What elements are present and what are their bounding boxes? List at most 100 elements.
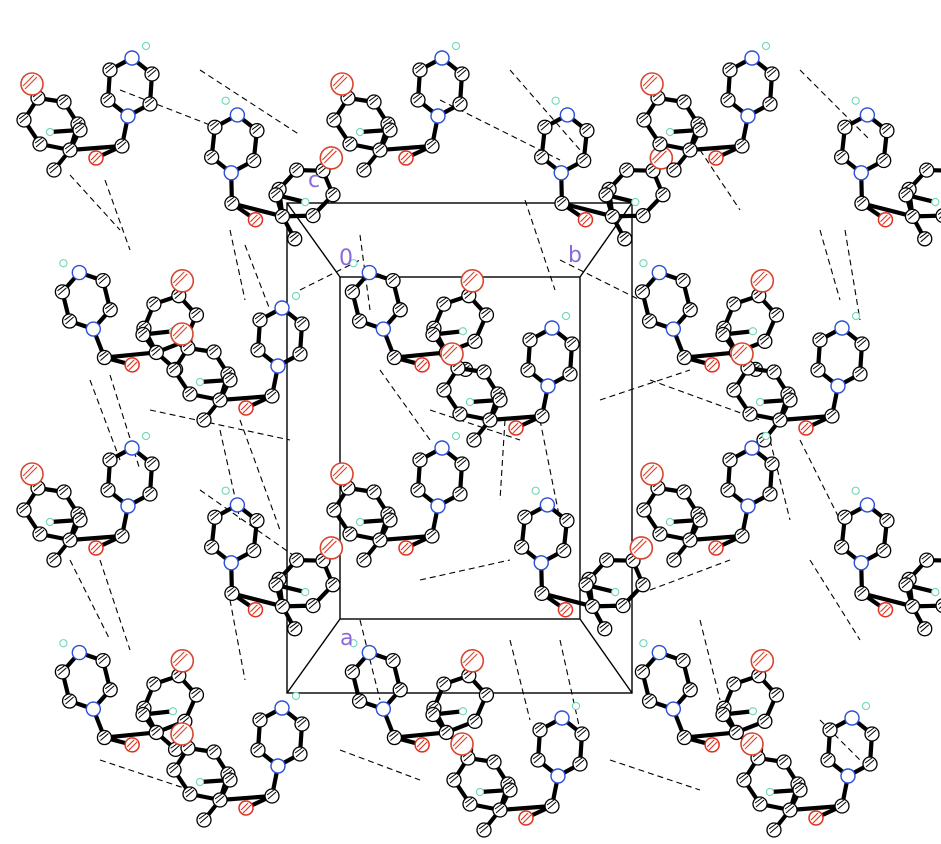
atom-shading: [504, 783, 515, 794]
hydrogen-atom: [748, 327, 758, 336]
bond: [777, 413, 835, 423]
atom-shading: [722, 93, 733, 104]
carbon-atom: [935, 598, 941, 614]
hydrogen-atom: [551, 96, 560, 105]
hydrogen-atom: [141, 431, 151, 441]
atom-shading: [800, 422, 812, 434]
atom-shading: [732, 344, 748, 360]
atom-shading: [442, 344, 458, 360]
atom-shading: [744, 407, 755, 418]
hydrogen-atom: [301, 587, 310, 597]
atom-shading: [441, 726, 451, 736]
atom-shading: [328, 113, 339, 124]
atom-shading: [248, 544, 259, 554]
hydrogen-atom: [355, 127, 365, 137]
atom-shading: [561, 514, 572, 524]
oxygen-atom: [808, 810, 824, 826]
nitrogen-atom: [274, 700, 290, 716]
nitrogen-atom: [361, 644, 378, 661]
atom-shading: [520, 812, 532, 824]
atom-shading: [168, 363, 179, 374]
oxygen-atom: [508, 420, 524, 436]
atom-shading: [864, 757, 875, 768]
atom-shading: [126, 739, 138, 751]
hydrogen-atom: [531, 486, 540, 495]
atom-shading: [48, 553, 59, 564]
nitrogen-atom: [430, 108, 446, 124]
atom-shading: [642, 74, 658, 90]
hydrogen-bond: [149, 409, 291, 441]
hydrogen-atom: [301, 197, 310, 207]
hydrogen-bond: [559, 259, 641, 301]
hydrogen-bond: [69, 559, 111, 641]
atom-shading: [564, 367, 575, 378]
atom-shading: [328, 503, 339, 514]
atom-shading: [58, 485, 69, 496]
atom-shading: [536, 409, 547, 420]
nitrogen-atom: [651, 264, 668, 281]
atom-shading: [677, 654, 688, 664]
atom-shading: [657, 188, 668, 199]
bond: [377, 143, 435, 153]
atom-shading: [389, 351, 399, 361]
atom-shading: [454, 487, 465, 498]
atom-shading: [148, 297, 159, 308]
atom-shading: [151, 346, 161, 356]
atom-shading: [881, 514, 892, 524]
atom-shading: [839, 510, 850, 521]
atom-shading: [99, 351, 109, 361]
atom-shading: [900, 188, 911, 199]
atom-shading: [206, 150, 216, 161]
hydrogen-bond: [229, 229, 246, 301]
atom-shading: [907, 599, 917, 610]
molecule: [326, 431, 470, 568]
nitrogen-atom: [540, 378, 556, 394]
atom-shading: [116, 139, 127, 150]
bond: [377, 533, 435, 543]
atom-shading: [742, 734, 758, 750]
atom-shading: [937, 601, 941, 610]
atom-shading: [251, 514, 262, 524]
atom-shading: [728, 297, 739, 308]
hydrogen-atom: [291, 291, 301, 301]
hydrogen-bond: [844, 229, 861, 321]
atom-shading: [522, 363, 533, 374]
atom-shading: [766, 457, 777, 468]
atom-shading: [722, 483, 733, 494]
atom-shading: [198, 413, 209, 424]
atom-shading: [412, 483, 423, 494]
hydrogen-atom: [451, 41, 461, 51]
atom-shading: [706, 739, 718, 751]
atom-shading: [880, 604, 891, 616]
atom-shading: [580, 578, 591, 589]
nitrogen-atom: [740, 108, 756, 124]
nitrogen-atom: [859, 107, 876, 123]
atom-shading: [389, 731, 399, 741]
bond: [67, 143, 125, 153]
atom-shading: [836, 799, 847, 810]
bond: [487, 413, 545, 423]
atom-shading: [631, 538, 647, 554]
bond: [687, 533, 745, 543]
hydrogen-atom: [195, 377, 205, 387]
nitrogen-atom: [120, 498, 136, 514]
atom-shading: [191, 688, 201, 699]
atom-shading: [209, 510, 220, 521]
atom-shading: [839, 120, 850, 131]
oxygen-atom: [88, 540, 104, 556]
hydrogen-atom: [458, 327, 468, 336]
atom-shading: [400, 542, 412, 554]
hydrogen-atom: [665, 517, 675, 527]
nitrogen-atom: [859, 497, 876, 513]
atom-shading: [116, 529, 127, 540]
atom-shading: [191, 308, 201, 319]
atom-shading: [277, 209, 287, 220]
bond: [559, 201, 615, 219]
atom-shading: [736, 529, 747, 540]
atom-shading: [771, 688, 781, 699]
hydrogen-atom: [45, 517, 55, 527]
atom-shading: [907, 209, 917, 220]
atom-shading: [778, 755, 789, 766]
hydrogen-atom: [851, 96, 860, 105]
atom-shading: [254, 313, 265, 324]
